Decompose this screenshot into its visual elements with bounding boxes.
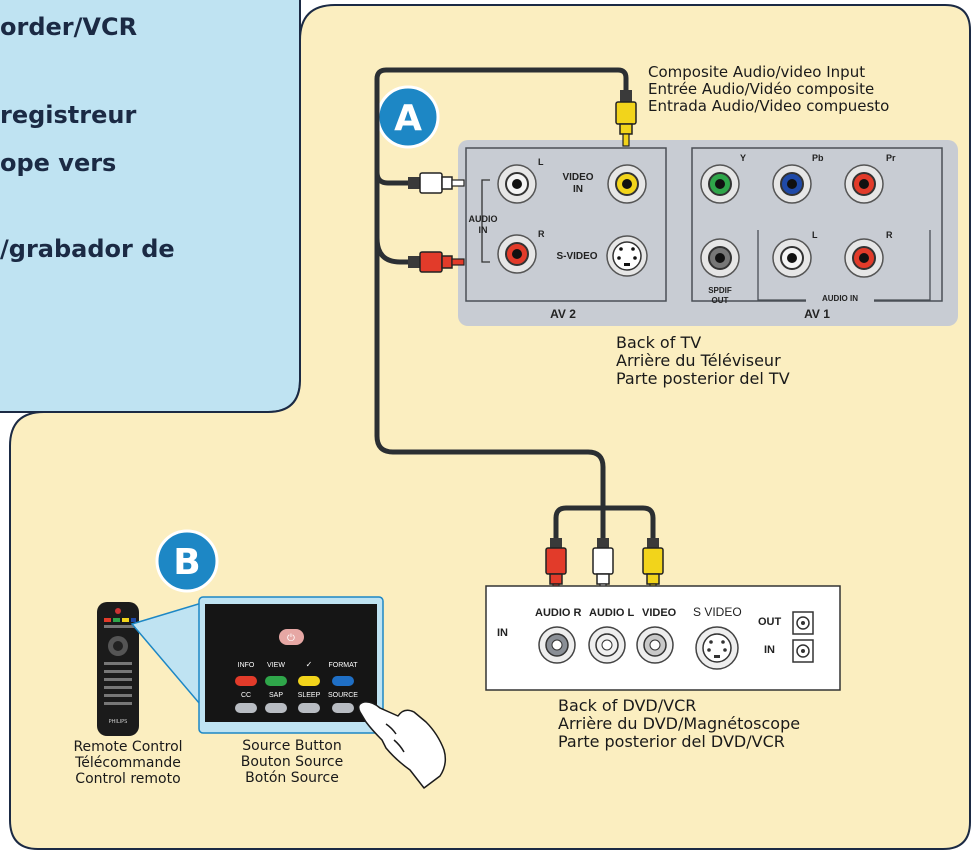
dvd-video-label: VIDEO bbox=[642, 607, 677, 619]
yellow-plug-tv bbox=[615, 90, 637, 147]
caption-line: Back of TV bbox=[616, 333, 702, 352]
av2-box bbox=[465, 147, 667, 302]
av1-pb-jack bbox=[772, 164, 812, 204]
caption-line: Parte posterior del DVD/VCR bbox=[558, 732, 785, 751]
dvd-audio-r-jack bbox=[538, 626, 576, 664]
av1-audio-l-jack bbox=[772, 238, 812, 278]
av1-pr-jack bbox=[844, 164, 884, 204]
av2-audio-r-jack bbox=[497, 234, 537, 274]
caption-line: Source Button bbox=[242, 738, 342, 754]
av2-name: AV 2 bbox=[550, 307, 576, 321]
av2-audio-label-1: AUDIO bbox=[469, 214, 498, 224]
av2-svideo-jack bbox=[606, 235, 648, 277]
blue-panel bbox=[0, 0, 301, 413]
caption-line: Control remoto bbox=[75, 771, 181, 787]
dvd-back-panel: IN AUDIO R AUDIO L VIDEO S VIDEO OUT IN bbox=[485, 585, 841, 691]
av2-video-jack bbox=[607, 164, 647, 204]
remote-control-caption: Remote Control Télécommande Control remo… bbox=[58, 739, 198, 787]
av1-spdif-label-1: SPDIF bbox=[708, 286, 732, 295]
remote-zoom: ⏻ INFO VIEW ✓ FORMAT CC SAP SLEEP SOURCE bbox=[198, 596, 384, 734]
av1-pr-label: Pr bbox=[886, 153, 896, 163]
caption-line: Entrée Audio/Vidéo composite bbox=[648, 80, 875, 98]
back-of-dvd-caption: Back of DVD/VCR Arrière du DVD/Magnétosc… bbox=[558, 697, 800, 751]
back-of-tv-caption: Back of TV Arrière du Téléviseur Parte p… bbox=[616, 334, 790, 388]
av2-audio-l-jack bbox=[497, 164, 537, 204]
dvd-in2-label: IN bbox=[764, 644, 775, 656]
composite-input-caption: Composite Audio/video Input Entrée Audio… bbox=[648, 64, 889, 115]
caption-line: Arrière du Téléviseur bbox=[616, 351, 781, 370]
av1-y-label: Y bbox=[740, 153, 746, 163]
av1-pb-label: Pb bbox=[812, 153, 824, 163]
key-source-label: SOURCE bbox=[328, 692, 358, 699]
heading-line-1: order/VCR bbox=[0, 13, 138, 41]
dvd-svideo-jack bbox=[695, 626, 739, 670]
badge-b: B bbox=[155, 529, 219, 593]
av2-svideo-label: S-VIDEO bbox=[556, 251, 597, 262]
power-icon: ⏻ bbox=[287, 633, 295, 644]
av1-r-label: R bbox=[886, 230, 893, 240]
av2-audio-label-2: IN bbox=[479, 225, 488, 235]
dvd-audio-r-label: AUDIO R bbox=[535, 607, 582, 619]
av1-spdif-label-2: OUT bbox=[712, 296, 729, 305]
remote-brand: PHILIPS bbox=[109, 719, 128, 725]
caption-line: Bouton Source bbox=[240, 754, 344, 770]
av-cable bbox=[374, 67, 656, 543]
caption-line: Botón Source bbox=[245, 770, 339, 786]
caption-line: Télécommande bbox=[75, 755, 181, 771]
dvd-in-label: IN bbox=[497, 627, 508, 639]
av1-spdif-jack bbox=[700, 238, 740, 278]
av1-y-jack bbox=[700, 164, 740, 204]
heading-line-3: ope vers bbox=[0, 149, 117, 177]
caption-line: Back of DVD/VCR bbox=[558, 696, 697, 715]
caption-line: Composite Audio/video Input bbox=[648, 63, 866, 81]
source-button-caption: Source Button Bouton Source Botón Source bbox=[222, 738, 362, 786]
svg-text:B: B bbox=[173, 542, 200, 583]
svg-text:A: A bbox=[394, 98, 422, 139]
dvd-out-label: OUT bbox=[758, 616, 782, 628]
hand-icon bbox=[357, 701, 447, 789]
key-check-label: ✓ bbox=[306, 660, 313, 669]
av2-video-label-1: VIDEO bbox=[562, 172, 593, 183]
av2-l-label: L bbox=[538, 157, 544, 167]
caption-line: Entrada Audio/Video compuesto bbox=[648, 97, 890, 115]
av2-r-label: R bbox=[538, 229, 545, 239]
tv-back-panel: AUDIO IN L R VIDEO IN S-VIDEO AV 2 Y Pb … bbox=[458, 140, 958, 326]
badge-a: A bbox=[376, 85, 440, 149]
heading-line-4: /grabador de bbox=[0, 235, 175, 263]
dvd-video-jack bbox=[636, 626, 674, 664]
red-plug-tv bbox=[408, 251, 465, 273]
caption-line: Parte posterior del TV bbox=[616, 369, 790, 388]
av1-audio-r-jack bbox=[844, 238, 884, 278]
caption-line: Arrière du DVD/Magnétoscope bbox=[558, 714, 801, 733]
key-sap-label: SAP bbox=[269, 692, 283, 699]
av1-audio-in-label: AUDIO IN bbox=[822, 294, 858, 303]
av2-video-label-2: IN bbox=[573, 184, 583, 195]
dvd-rf-out-jack bbox=[792, 611, 814, 635]
dvd-svideo-label: S VIDEO bbox=[693, 605, 742, 619]
dvd-audio-l-label: AUDIO L bbox=[589, 607, 635, 619]
key-format-label: FORMAT bbox=[328, 662, 358, 669]
key-cc-label: CC bbox=[241, 692, 251, 699]
white-plug-tv bbox=[408, 172, 465, 194]
key-sleep-label: SLEEP bbox=[298, 692, 321, 699]
dvd-rf-in-jack bbox=[792, 639, 814, 663]
remote-control: PHILIPS bbox=[97, 602, 139, 736]
caption-line: Remote Control bbox=[73, 739, 183, 755]
dvd-audio-l-jack bbox=[588, 626, 626, 664]
av1-name: AV 1 bbox=[804, 307, 830, 321]
key-view-label: VIEW bbox=[267, 662, 285, 669]
key-info-label: INFO bbox=[238, 662, 255, 669]
heading-line-2: registreur bbox=[0, 101, 137, 129]
av1-l-label: L bbox=[812, 230, 818, 240]
